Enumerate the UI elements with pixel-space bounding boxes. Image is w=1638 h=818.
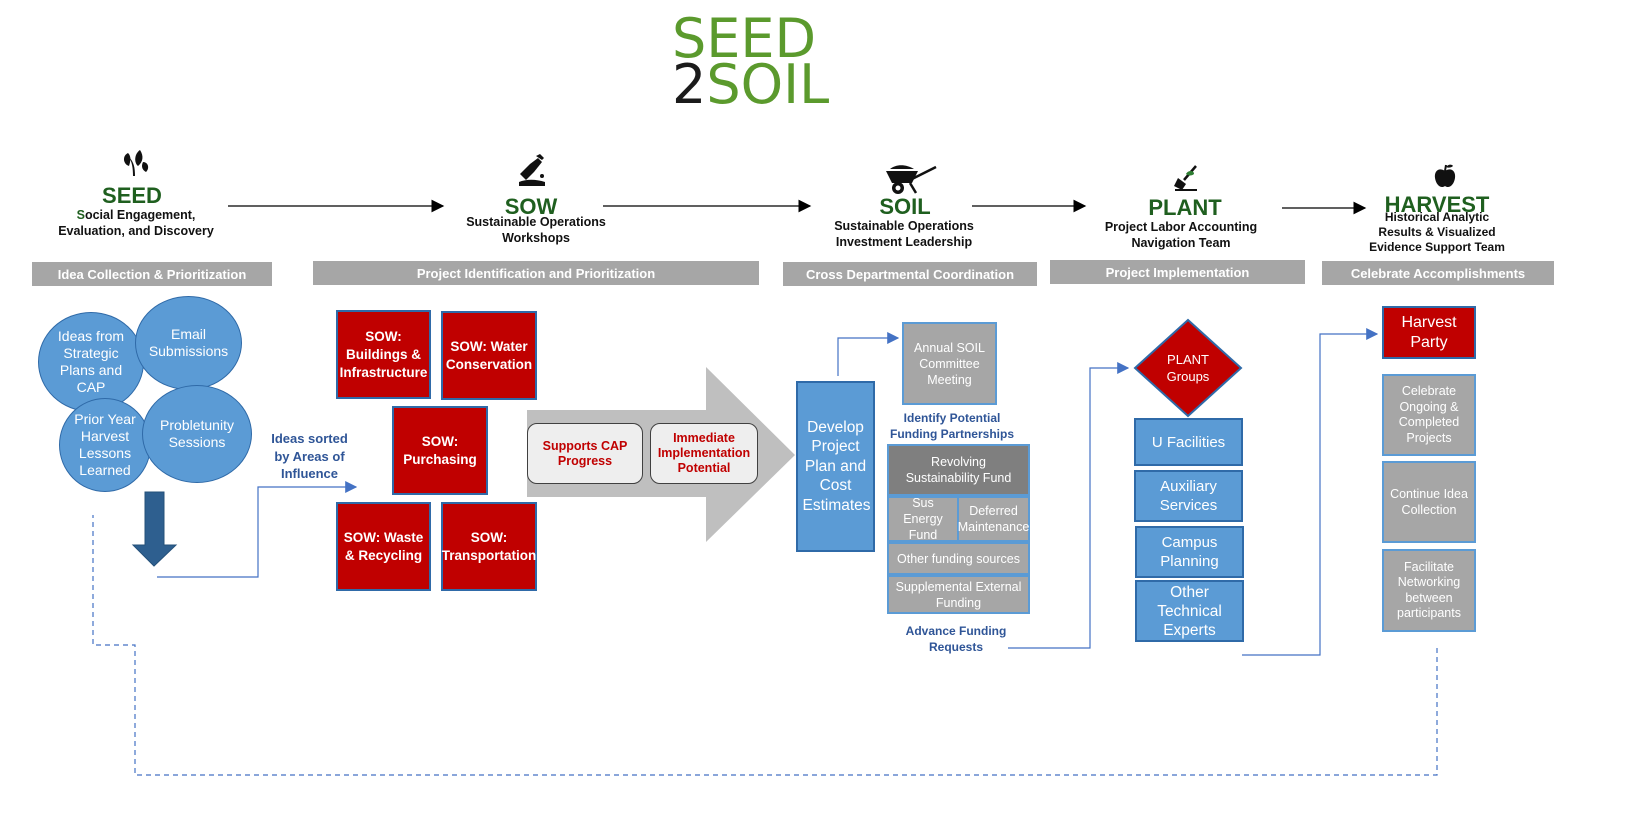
revolving-fund-label: Revolving Sustainability Fund: [905, 455, 1012, 485]
soil-subtitle: Sustainable Operations Investment Leader…: [818, 218, 990, 250]
other-technical-experts-box: Other Technical Experts: [1135, 580, 1244, 642]
phase-bar-sow: Project Identification and Prioritizatio…: [313, 261, 759, 285]
pill-supports-cap-label: Supports CAP Progress: [542, 438, 628, 468]
logo-number-2: 2: [672, 53, 707, 116]
harvest-subtitle: Historical Analytic Results & Visualized…: [1355, 210, 1519, 255]
supplemental-funding-label: Supplemental External Funding: [895, 579, 1022, 610]
circle-strategic-label: Ideas from Strategic Plans and CAP: [57, 328, 125, 395]
planting-hand-icon: [516, 154, 548, 193]
down-arrow: [131, 491, 178, 567]
seed-title: SEED: [102, 183, 162, 208]
shovel-icon: [1172, 164, 1200, 197]
develop-project-plan-box: Develop Project Plan and Cost Estimates: [796, 381, 875, 552]
sow-purchasing-box: SOW: Purchasing: [392, 406, 488, 495]
circle-probletunity-label: Probletunity Sessions: [160, 417, 234, 450]
plant-title: PLANT: [1148, 195, 1222, 220]
pill-supports-cap: Supports CAP Progress: [527, 423, 643, 484]
seed-subtitle-line1: ocial Engagement,: [84, 208, 196, 222]
harvest-title: HARVEST: [1384, 192, 1490, 217]
sow-subtitle-line2: Workshops: [502, 231, 570, 245]
facilitate-networking-box: Facilitate Networking between participan…: [1382, 549, 1476, 632]
circle-probletunity: Probletunity Sessions: [142, 385, 252, 483]
soil-subtitle-line1: Sustainable Operations: [834, 219, 974, 233]
other-technical-experts-label: Other Technical Experts: [1157, 583, 1222, 639]
plant-groups-diamond: [1133, 318, 1243, 418]
phase-bar-seed: Idea Collection & Prioritization: [32, 262, 272, 286]
sow-subtitle: Sustainable Operations Workshops: [451, 214, 621, 246]
campus-planning-box: Campus Planning: [1135, 526, 1244, 578]
auxiliary-services-label: Auxiliary Services: [1159, 478, 1218, 514]
annual-soil-meeting-label: Annual SOIL Committee Meeting: [914, 340, 985, 387]
sow-subtitle-line1: Sustainable Operations: [466, 215, 606, 229]
circle-strategic-plans: Ideas from Strategic Plans and CAP: [38, 312, 144, 412]
deferred-maintenance-label: Deferred Maintenance: [957, 504, 1030, 534]
plant-groups-text: PLANT Groups: [1166, 352, 1210, 384]
phase-bar-soil: Cross Departmental Coordination: [783, 262, 1037, 286]
pill-immediate-implementation: Immediate Implementation Potential: [650, 423, 758, 484]
u-facilities-box: U Facilities: [1134, 418, 1243, 466]
plant-groups-label: PLANT Groups: [1150, 348, 1226, 388]
supplemental-funding-box: Supplemental External Funding: [887, 575, 1030, 614]
sow-buildings-box: SOW: Buildings & Infrastructure: [336, 310, 431, 399]
celebrate-projects-box: Celebrate Ongoing & Completed Projects: [1382, 374, 1476, 456]
campus-planning-label: Campus Planning: [1160, 534, 1219, 570]
harvest-party-label: Harvest Party: [1401, 313, 1457, 351]
circle-prior-year: Prior Year Harvest Lessons Learned: [59, 398, 151, 492]
plant-subtitle-line1: Project Labor Accounting: [1104, 220, 1258, 234]
annual-soil-meeting-box: Annual SOIL Committee Meeting: [902, 322, 997, 405]
seed-subtitle-line2: Evaluation, and Discovery: [58, 224, 214, 238]
connector-plant-to-harvest: [1242, 328, 1379, 656]
sus-energy-fund-label: Sus Energy Fund: [903, 496, 943, 542]
plant-subtitle-line2: Navigation Team: [1131, 236, 1231, 250]
harvest-subtitle-line2: Results & Visualized: [1378, 225, 1496, 239]
plant-subtitle: Project Labor Accounting Navigation Team: [1096, 219, 1266, 251]
continue-idea-collection-label: Continue Idea Collection: [1390, 487, 1468, 517]
harvest-subtitle-line1: Historical Analytic: [1384, 210, 1490, 224]
circle-email-label: Email Submissions: [148, 326, 229, 359]
facilitate-networking-label: Facilitate Networking between participan…: [1397, 559, 1461, 621]
connector-seed-to-sow: [157, 481, 358, 578]
deferred-maintenance-box: Deferred Maintenance: [957, 496, 1030, 542]
circle-email-submissions: Email Submissions: [135, 296, 242, 390]
revolving-fund-box: Revolving Sustainability Fund: [887, 444, 1030, 496]
develop-project-plan-label: Develop Project Plan and Cost Estimates: [802, 418, 871, 514]
harvest-party-box: Harvest Party: [1382, 306, 1476, 359]
feedback-loop-dashed: [92, 515, 1438, 776]
seed-subtitle-initial: S: [76, 208, 85, 222]
sow-transportation-box: SOW: Transportation: [441, 502, 537, 591]
logo-soil-word: SOIL: [706, 53, 830, 116]
phase-bar-harvest: Celebrate Accomplishments: [1322, 261, 1554, 285]
continue-idea-collection-box: Continue Idea Collection: [1382, 461, 1476, 543]
logo-seed-word: SEED: [672, 7, 817, 70]
identify-funding-label: Identify Potential Funding Partnerships: [889, 411, 1014, 441]
phase-bar-plant: Project Implementation: [1050, 260, 1305, 284]
sow-water-box: SOW: Water Conservation: [441, 311, 537, 400]
seedling-icon: [120, 148, 150, 183]
ideas-sorted-label: Ideas sorted by Areas of Influence: [271, 431, 348, 481]
apple-icon: [1433, 163, 1457, 194]
pill-immediate-label: Immediate Implementation Potential: [657, 431, 751, 475]
soil-subtitle-line2: Investment Leadership: [835, 235, 973, 249]
auxiliary-services-box: Auxiliary Services: [1134, 470, 1243, 522]
connector-soil-to-plant: [1008, 362, 1130, 649]
seed-subtitle: Social Engagement, Evaluation, and Disco…: [46, 207, 226, 239]
wheelbarrow-icon: [884, 163, 938, 200]
sow-waste-box: SOW: Waste & Recycling: [336, 502, 431, 591]
sow-title: SOW: [504, 194, 558, 219]
circle-prior-year-label: Prior Year Harvest Lessons Learned: [74, 411, 136, 478]
advance-funding-label: Advance Funding Requests: [905, 624, 1007, 654]
sus-energy-fund-box: Sus Energy Fund: [887, 496, 959, 542]
soil-title: SOIL: [879, 194, 931, 219]
connector-develop-to-meeting: [837, 332, 900, 376]
celebrate-projects-label: Celebrate Ongoing & Completed Projects: [1398, 384, 1460, 445]
logo-2soil: 2SOIL: [672, 58, 829, 112]
harvest-subtitle-line3: Evidence Support Team: [1369, 240, 1505, 254]
other-funding-box: Other funding sources: [887, 542, 1030, 575]
